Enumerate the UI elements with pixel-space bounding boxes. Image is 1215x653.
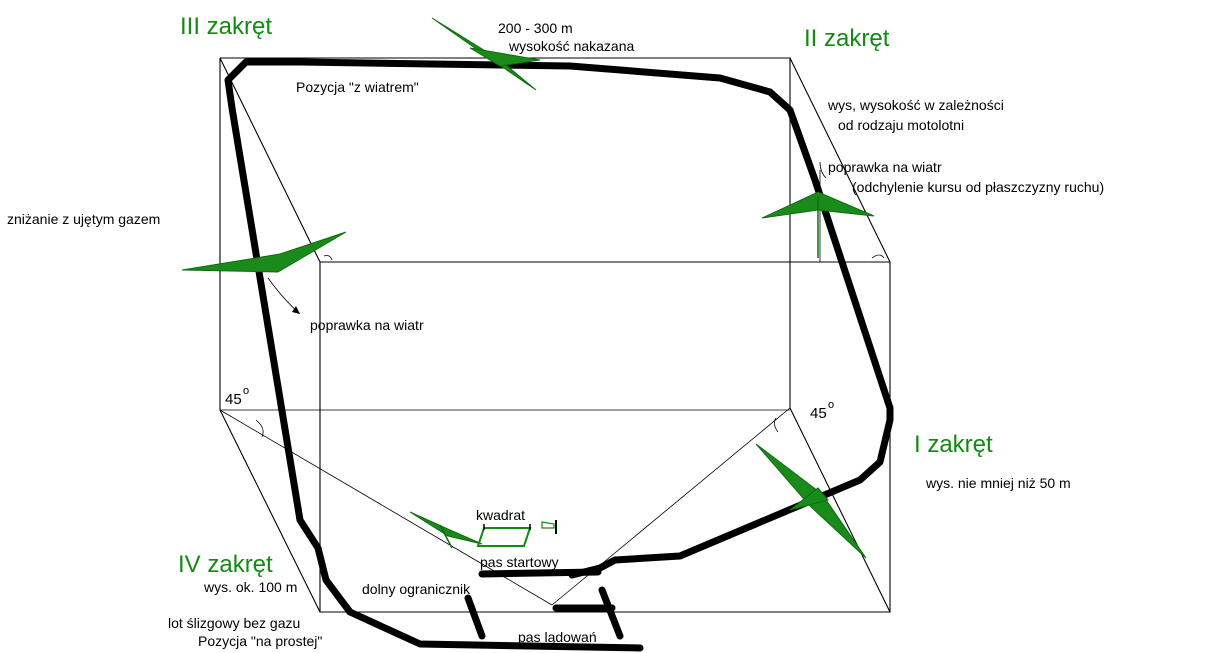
label-wind-correction-left: poprawka na wiatr (310, 317, 424, 333)
windsock-icon (541, 520, 557, 534)
label-runway-landing: pas lądowań (518, 629, 597, 645)
turn-label-third: III zakręt (180, 13, 272, 40)
turn-label-fourth: IV zakręt (178, 551, 273, 578)
label-angle-right-degree: o (828, 399, 834, 411)
label-altitude-range: 200 - 300 m (498, 20, 573, 36)
flight-track (224, 58, 894, 652)
label-position-final: Pozycja "na prostej" (198, 633, 322, 649)
label-lower-limiter: dolny ogranicznik (362, 581, 471, 597)
wind-correction-arrows (267, 161, 827, 315)
label-altitude-min-50: wys. nie mniej niż 50 m (925, 475, 1071, 491)
turn-label-second: II zakręt (804, 25, 890, 52)
label-altitude-dependence-2: od rodzaju motolotni (838, 117, 964, 133)
label-descent-with-throttle: zniżanie z ujętym gazem (7, 211, 160, 227)
label-altitude-100: wys. ok. 100 m (203, 579, 297, 595)
label-wind-correction-right-1: poprawka na wiatr (828, 159, 942, 175)
aircraft-icon (181, 17, 875, 559)
label-runway-takeoff: pas startowy (480, 554, 559, 570)
label-square: kwadrat (476, 507, 525, 523)
label-angle-right: 45 (810, 405, 827, 422)
angle-arc-icon (255, 254, 885, 438)
label-angle-left: 45 (225, 391, 242, 408)
turn-label-first: I zakręt (914, 431, 993, 458)
label-angle-left-degree: o (243, 385, 249, 397)
label-position-downwind: Pozycja "z wiatrem" (296, 79, 419, 95)
label-altitude-ordered: wysokość nakazana (508, 38, 635, 54)
landing-square (476, 524, 532, 547)
label-gliding-flight: lot ślizgowy bez gazu (168, 615, 300, 631)
label-altitude-dependence-1: wys, wysokość w zależności (827, 97, 1004, 113)
label-wind-correction-right-2: (odchylenie kursu od płaszczyzny ruchu) (852, 179, 1104, 195)
